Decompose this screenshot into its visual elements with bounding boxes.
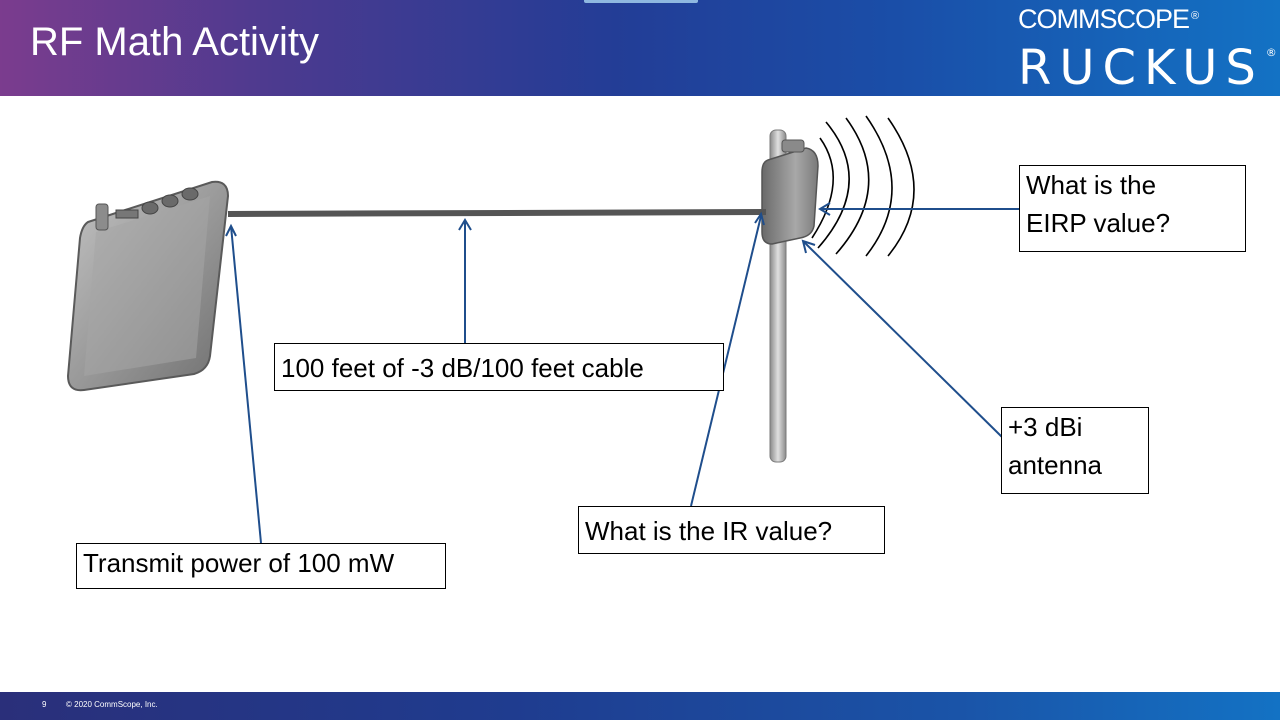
antenna-gain-text-line1: +3 dBi — [1008, 412, 1083, 442]
radio-waves-icon — [811, 115, 915, 257]
ruckus-logo-text: RUCKUS — [1018, 40, 1264, 96]
access-point-icon — [66, 180, 230, 392]
arrow-antenna — [803, 241, 1004, 439]
ir-question-text: What is the IR value? — [585, 516, 833, 546]
copyright-text: © 2020 CommScope, Inc. — [66, 700, 158, 709]
arrow-head — [225, 223, 237, 237]
cable-text: 100 feet of -3 dB/100 feet cable — [281, 353, 644, 383]
cable-label: 100 feet of -3 dB/100 feet cable — [274, 343, 724, 391]
arrow-head — [801, 239, 816, 254]
wave-arc — [887, 117, 915, 257]
slide-title: RF Math Activity — [30, 20, 319, 64]
arrow-ir — [690, 215, 762, 507]
commscope-logo: COMMSCOPE® — [1018, 4, 1199, 35]
arrow-head — [818, 202, 831, 216]
footer-bar: 9 © 2020 CommScope, Inc. — [0, 692, 1280, 720]
commscope-logo-text: COMMSCOPE — [1018, 4, 1190, 34]
antenna-gain-label: +3 dBi antenna — [1001, 407, 1149, 494]
registered-mark: ® — [1265, 46, 1280, 59]
ruckus-logo: RUCKUS® — [1018, 40, 1280, 96]
arrow-head — [754, 211, 765, 226]
eirp-question-text-line2: EIRP value? — [1026, 208, 1171, 238]
arrow-group — [225, 202, 1020, 544]
antenna-gain-text-line2: antenna — [1008, 450, 1102, 480]
arrow-head — [458, 218, 472, 231]
wave-arc — [817, 121, 850, 249]
arrow-transmit-power — [230, 225, 262, 544]
wave-arc — [835, 117, 870, 255]
transmit-power-label: Transmit power of 100 mW — [76, 543, 446, 589]
eirp-question-text-line1: What is the — [1026, 170, 1157, 200]
header-tab-indicator — [584, 0, 698, 3]
transmit-power-text: Transmit power of 100 mW — [83, 548, 395, 578]
wave-arc — [865, 115, 893, 257]
wave-arc — [811, 137, 835, 239]
antenna-icon — [761, 139, 819, 245]
ir-question-label: What is the IR value? — [578, 506, 885, 554]
slide-number: 9 — [42, 700, 47, 709]
eirp-question-label: What is the EIRP value? — [1019, 165, 1246, 252]
cable-line — [227, 209, 767, 217]
registered-mark: ® — [1191, 10, 1199, 22]
header-bar: RF Math Activity COMMSCOPE® RUCKUS® — [0, 0, 1280, 96]
